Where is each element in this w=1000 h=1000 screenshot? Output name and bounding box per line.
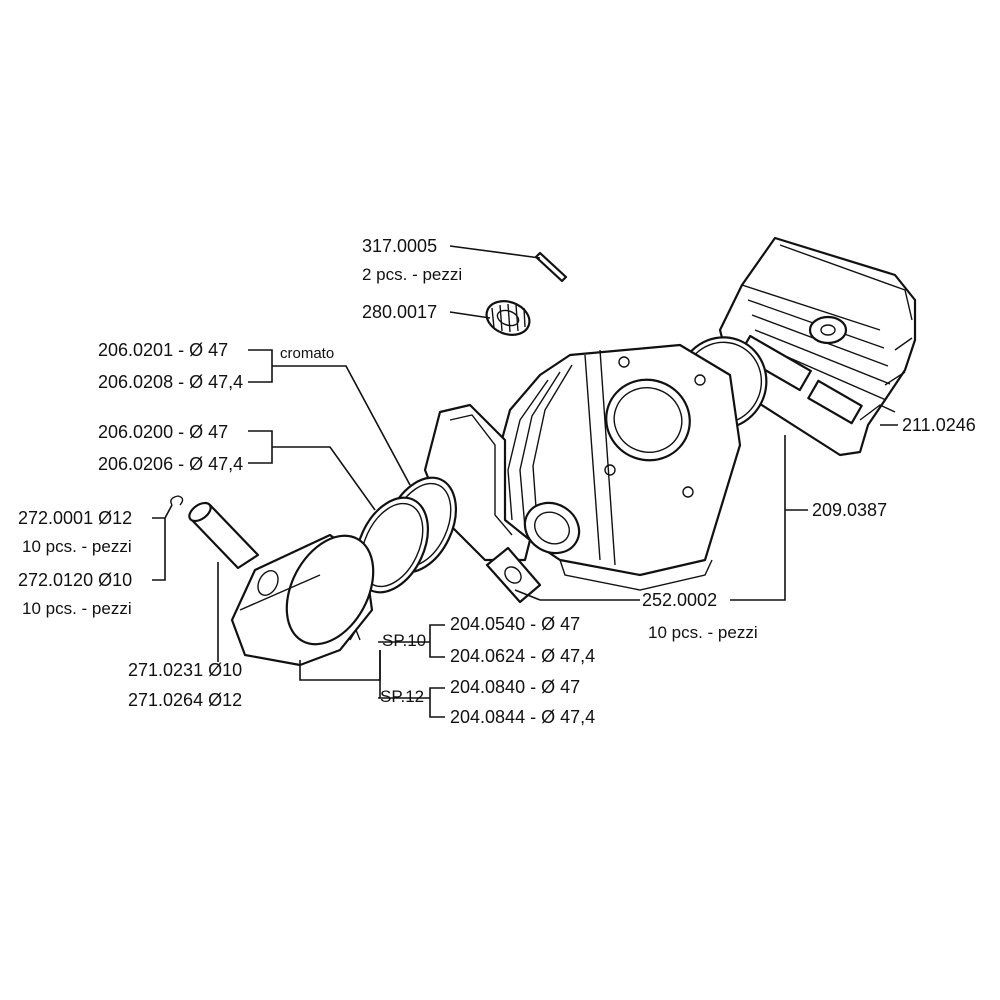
label-252-0002-qty: 10 pcs. - pezzi <box>648 623 758 642</box>
label-209-0387: 209.0387 <box>812 500 887 520</box>
cylinder-head-part <box>718 236 917 457</box>
leader-lines <box>152 245 898 718</box>
exhaust-gasket-part <box>485 546 542 604</box>
label-cromato: cromato <box>280 345 334 362</box>
circlip-part <box>170 495 184 506</box>
exhaust-port-stub <box>523 501 581 555</box>
piston-part <box>230 533 375 667</box>
dowel-pin-part <box>534 251 568 283</box>
label-204-0840: 204.0840 - Ø 47 <box>450 677 580 697</box>
label-sp10: SP.10 <box>382 631 426 650</box>
label-206-0201: 206.0201 - Ø 47 <box>98 340 228 360</box>
label-272-0001-qty: 10 pcs. - pezzi <box>22 537 132 556</box>
label-317-qty: 2 pcs. - pezzi <box>362 265 462 284</box>
label-317-0005: 317.0005 <box>362 236 437 256</box>
cylinder-block-part <box>493 343 742 591</box>
label-271-0264: 271.0264 Ø12 <box>128 690 242 710</box>
wrist-pin-part <box>188 501 260 570</box>
label-204-0540: 204.0540 - Ø 47 <box>450 614 580 634</box>
label-sp12: SP.12 <box>380 687 424 706</box>
label-272-0001: 272.0001 Ø12 <box>18 508 132 528</box>
label-206-0200: 206.0200 - Ø 47 <box>98 422 228 442</box>
label-280-0017: 280.0017 <box>362 302 437 322</box>
label-272-0120-qty: 10 pcs. - pezzi <box>22 599 132 618</box>
label-204-0624: 204.0624 - Ø 47,4 <box>450 646 595 666</box>
label-206-0208: 206.0208 - Ø 47,4 <box>98 372 243 392</box>
label-271-0231: 271.0231 Ø10 <box>128 660 242 680</box>
label-272-0120: 272.0120 Ø10 <box>18 570 132 590</box>
label-204-0844: 204.0844 - Ø 47,4 <box>450 707 595 727</box>
label-252-0002: 252.0002 <box>642 590 717 610</box>
label-206-0206: 206.0206 - Ø 47,4 <box>98 454 243 474</box>
label-211-0246: 211.0246 <box>902 415 976 435</box>
needle-bearing-part <box>485 300 531 336</box>
